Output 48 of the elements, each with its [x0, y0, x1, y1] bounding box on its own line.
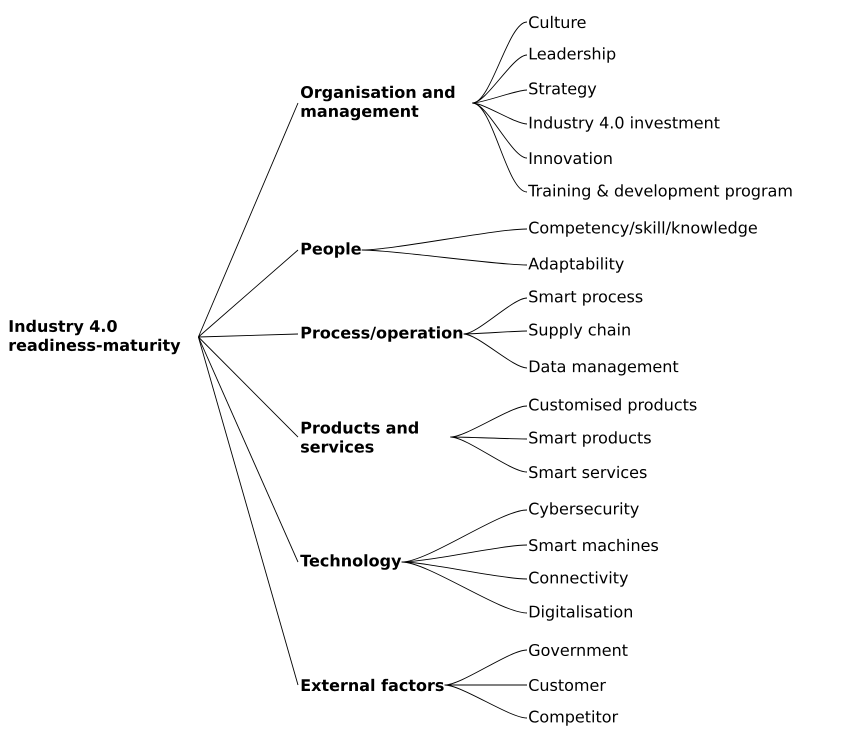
leaf-label: Connectivity: [529, 571, 628, 587]
connector-line: [472, 102, 528, 192]
leaf-label: Data management: [530, 360, 678, 376]
connector-line: [444, 684, 528, 686]
connector-line: [198, 102, 298, 338]
connector-line: [472, 54, 528, 104]
leaf-label: Competency/skill/knowledge: [529, 221, 757, 237]
leaf-label: Innovation: [530, 152, 612, 164]
connector-line: [198, 250, 298, 338]
leaf-label: Digitalisation: [530, 605, 632, 621]
leaf-label: Smart products: [529, 431, 651, 447]
category-label: Technology: [300, 554, 402, 570]
category-label: Process/operation: [302, 326, 462, 342]
connector-line: [198, 336, 298, 438]
connector-line: [450, 436, 528, 472]
leaf-label: Adaptability: [528, 257, 624, 273]
leaf-label: Smart machines: [529, 538, 658, 552]
connector-line: [361, 250, 528, 266]
connector-line: [401, 562, 528, 614]
connector-line: [450, 436, 528, 440]
root-label: Industry 4.0 readiness-maturity: [10, 320, 180, 354]
connector-line: [198, 334, 298, 338]
connector-line: [463, 330, 528, 334]
connector-line: [472, 102, 528, 124]
leaf-label: Training & development program: [528, 184, 792, 200]
connector-line: [463, 298, 528, 334]
connector-line: [198, 336, 298, 686]
leaf-label: Smart services: [529, 466, 647, 478]
connector-line: [444, 684, 528, 718]
leaf-label: Supply chain: [529, 323, 630, 339]
leaf-label: Leadership: [530, 47, 616, 63]
leaf-label: Strategy: [529, 82, 596, 98]
leaf-label: Smart process: [529, 290, 642, 306]
category-label: Organisation and management: [301, 86, 454, 120]
leaf-label: Culture: [529, 16, 586, 28]
connector-line: [463, 334, 528, 368]
leaf-label: Customised products: [529, 398, 696, 414]
category-label: External factors: [302, 678, 444, 692]
leaf-label: Competitor: [529, 710, 618, 726]
category-label: People: [302, 242, 361, 258]
leaf-label: Government: [529, 644, 628, 656]
leaf-label: Customer: [529, 678, 606, 692]
connector-line: [472, 22, 528, 104]
connector-line: [198, 336, 298, 562]
connector-line: [472, 90, 528, 104]
leaf-label: Cybersecurity: [529, 502, 639, 518]
category-label: Products and services: [301, 421, 418, 453]
leaf-label: Industry 4.0 investment: [530, 116, 720, 132]
